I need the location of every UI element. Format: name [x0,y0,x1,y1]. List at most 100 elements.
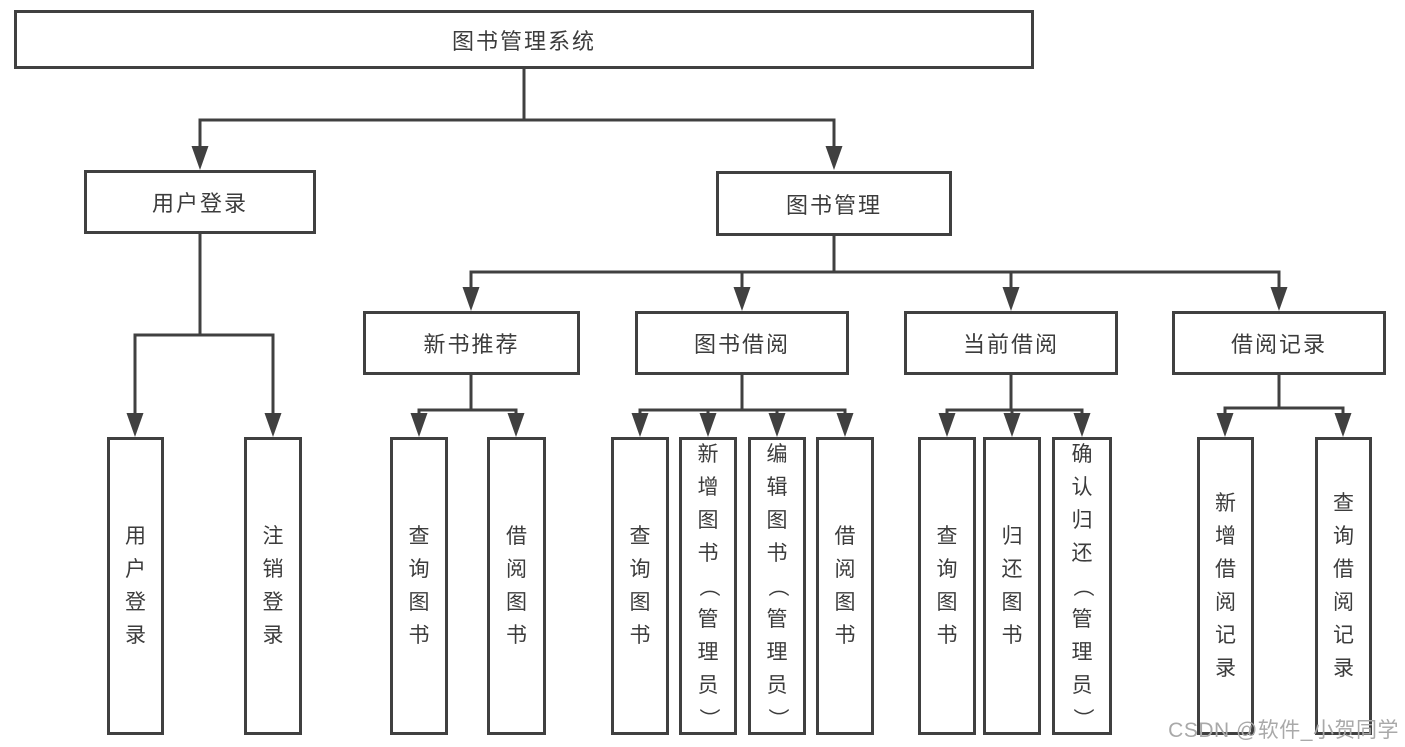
node-label: 图书管理 [785,192,882,218]
node-label-char: （ [765,575,789,597]
node-label-char: 员 [1071,673,1093,697]
node-label: 用户登录 [151,191,248,216]
node-leaf-borrow-books-1: 借阅图书 [487,437,546,735]
node-label-char: 询 [408,558,430,581]
node-label-char: 书 [629,624,651,647]
node-label-char: 询 [1333,525,1354,548]
node-leaf-query-books-2: 查询图书 [611,437,669,735]
arrowhead-icon [836,413,854,437]
node-label-char: 管 [1071,607,1093,631]
node-leaf-query-books-3: 查询图书 [918,437,976,735]
node-label-char: 认 [1071,475,1093,499]
node-label-char: 图 [408,591,430,614]
node-label-char: ） [696,707,720,729]
node-label-char: 用 [125,525,146,548]
node-leaf-add-record: 新增借阅记录 [1197,437,1254,735]
node-label-char: 借 [1215,558,1236,581]
node-label: 当前借阅 [962,332,1059,357]
node-label-char: 询 [629,558,651,581]
node-label: 借阅记录 [1230,332,1327,357]
node-label-char: 查 [408,525,430,548]
arrowhead-icon [462,287,480,311]
node-label-char: 归 [1071,508,1093,532]
node-book-borrowing: 图书借阅 [635,311,849,375]
node-label-char: 书 [936,624,958,647]
node-label-char: （ [1070,575,1094,597]
node-label-char: 阅 [834,558,856,581]
node-label-char: 图 [629,591,651,614]
node-book-management: 图书管理 [716,171,952,236]
arrowhead-icon [1073,413,1091,437]
node-label-char: ） [765,707,789,729]
arrowhead-icon [1270,287,1288,311]
arrowhead-icon [191,146,209,170]
node-label-char: 登 [262,591,284,614]
node-label-char: 新 [1215,492,1236,515]
node-label-char: 确 [1071,442,1093,466]
node-label-char: 查 [936,525,958,548]
node-label-char: 图 [1001,591,1023,614]
watermark: CSDN @软件_小贺同学 [1168,719,1399,742]
node-label-char: 录 [125,624,146,647]
node-label-char: 图 [936,591,958,614]
arrowhead-icon [1216,413,1234,437]
node-new-book-recommend: 新书推荐 [363,311,580,375]
node-label-char: 询 [936,558,958,581]
node-label-char: 注 [262,525,284,548]
node-label-char: 书 [834,624,856,647]
node-user-login: 用户登录 [84,170,316,234]
node-label-char: 借 [506,525,527,548]
node-leaf-user-login: 用户登录 [107,437,164,735]
node-label-char: 增 [697,475,719,499]
node-label-char: 增 [1215,525,1236,548]
node-label-char: 管 [697,607,719,631]
arrowhead-icon [768,413,786,437]
arrowhead-icon [825,146,843,170]
node-label-char: 还 [1071,541,1093,565]
node-label-char: 借 [834,525,856,548]
node-label-char: 理 [766,640,788,664]
node-label-char: 理 [697,640,719,664]
node-label-char: 阅 [506,558,527,581]
node-leaf-logout: 注销登录 [244,437,302,735]
node-label-char: 录 [1215,657,1236,680]
node-label-char: （ [696,575,720,597]
node-label-char: 书 [1001,624,1023,647]
node-label-char: 录 [262,624,284,647]
arrowhead-icon [507,413,525,437]
node-label-char: 户 [125,558,146,581]
node-leaf-borrow-books-2: 借阅图书 [816,437,874,735]
node-leaf-add-book-admin: 新增图书（管理员） [679,437,737,735]
node-label-char: 借 [1333,558,1354,581]
node-borrowing-records: 借阅记录 [1172,311,1386,375]
arrowhead-icon [938,413,956,437]
node-label-char: 阅 [1215,591,1236,614]
node-label-char: 书 [766,541,788,565]
arrowhead-icon [410,413,428,437]
node-label-char: 书 [697,541,719,565]
node-label-char: 管 [766,607,788,631]
node-label-char: 查 [629,525,651,548]
arrowhead-icon [733,287,751,311]
node-label-char: 编 [766,442,788,466]
arrowhead-icon [1003,413,1021,437]
node-label-char: 新 [697,442,719,466]
arrowhead-icon [264,413,282,437]
node-label-char: 销 [262,558,284,581]
node-label-char: 辑 [766,475,788,499]
node-label-char: 记 [1333,624,1354,647]
node-label-char: 理 [1071,640,1093,664]
arrowhead-icon [1002,287,1020,311]
node-label: 图书管理系统 [451,28,596,54]
node-current-borrowing: 当前借阅 [904,311,1118,375]
node-label-char: 查 [1333,492,1354,515]
arrowhead-icon [699,413,717,437]
node-label: 新书推荐 [423,332,520,357]
node-leaf-query-record: 查询借阅记录 [1315,437,1372,735]
node-label-char: 阅 [1333,591,1354,614]
node-label-char: 图 [697,508,719,532]
node-label-char: ） [1070,707,1094,729]
node-label-char: 归 [1001,525,1023,548]
